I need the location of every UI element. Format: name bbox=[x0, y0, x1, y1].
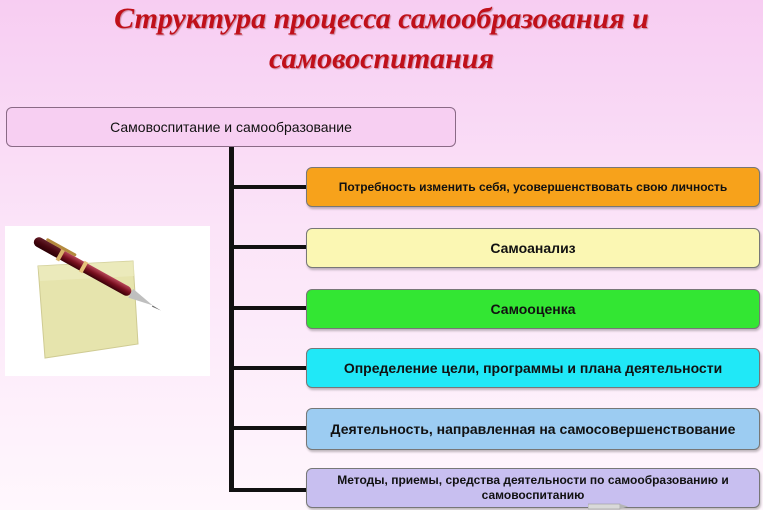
connector-branch-4 bbox=[229, 366, 307, 370]
node-methods: Методы, приемы, средства деятельности по… bbox=[306, 468, 760, 508]
node-self-improvement-activity: Деятельность, направленная на самосоверш… bbox=[306, 408, 760, 450]
pen-and-note-picture bbox=[5, 226, 210, 376]
connector-branch-3 bbox=[229, 306, 307, 310]
node-self-analysis-label: Самоанализ bbox=[490, 240, 576, 256]
node-methods-label: Методы, приемы, средства деятельности по… bbox=[337, 473, 729, 502]
node-self-improvement-activity-label: Деятельность, направленная на самосоверш… bbox=[330, 421, 736, 437]
node-need-to-change: Потребность изменить себя, усовершенство… bbox=[306, 167, 760, 207]
node-self-analysis: Самоанализ bbox=[306, 228, 760, 268]
node-self-assessment-label: Самооценка bbox=[490, 301, 576, 317]
connector-trunk bbox=[229, 147, 234, 492]
root-node-label: Самовоспитание и самообразование bbox=[110, 119, 352, 135]
node-goal-definition: Определение цели, программы и плана деят… bbox=[306, 348, 760, 388]
node-need-to-change-label: Потребность изменить себя, усовершенство… bbox=[338, 180, 728, 194]
connector-branch-1 bbox=[229, 185, 307, 189]
connector-branch-6 bbox=[229, 488, 307, 492]
pen-icon bbox=[33, 237, 162, 359]
pencil-icon bbox=[588, 503, 628, 510]
title-line-2: самовоспитания bbox=[269, 42, 494, 75]
connector-branch-2 bbox=[229, 245, 307, 249]
node-goal-definition-label: Определение цели, программы и плана деят… bbox=[343, 360, 723, 376]
connector-branch-5 bbox=[229, 426, 307, 430]
sticky-note-icon bbox=[37, 260, 139, 359]
title-line-1: Структура процесса самообразования и bbox=[114, 2, 649, 35]
node-self-assessment: Самооценка bbox=[306, 289, 760, 329]
root-node: Самовоспитание и самообразование bbox=[6, 107, 456, 147]
